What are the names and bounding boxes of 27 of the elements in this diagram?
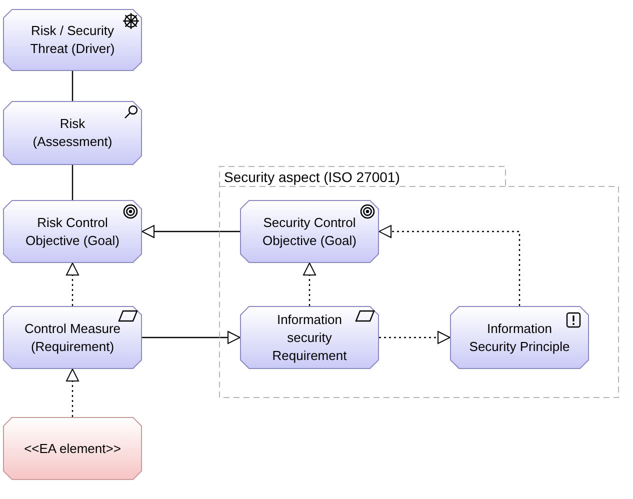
element-label: Risk (Assessment) <box>32 115 114 151</box>
group-frame <box>219 166 619 398</box>
element-box <box>3 417 142 480</box>
element-label: Security Control Objective (Goal) <box>262 214 358 250</box>
arrow <box>142 331 240 344</box>
arrow <box>379 331 450 344</box>
group-title: Security aspect (ISO 27001) <box>224 168 400 187</box>
arrow <box>303 262 316 306</box>
connector-line <box>72 165 74 200</box>
archimate-element <box>240 306 379 369</box>
archimate-element <box>3 306 142 369</box>
connector-line <box>72 71 74 101</box>
element-label: Information Security Principle <box>468 320 571 356</box>
archimate-element <box>3 9 142 71</box>
element-label: Information security Requirement <box>271 310 348 364</box>
archimate-element <box>3 200 142 263</box>
arrow <box>378 225 520 306</box>
archimate-element <box>240 200 379 263</box>
arrow <box>66 262 79 306</box>
element-label: <<EA element>> <box>24 440 121 458</box>
arrow <box>142 225 240 238</box>
element-label: Risk / Security Threat (Driver) <box>29 22 116 58</box>
element-label: Control Measure (Requirement) <box>23 320 122 356</box>
arrow <box>66 368 79 417</box>
archimate-element <box>3 101 142 165</box>
archimate-element <box>450 306 589 369</box>
element-label: Risk Control Objective (Goal) <box>24 214 120 250</box>
